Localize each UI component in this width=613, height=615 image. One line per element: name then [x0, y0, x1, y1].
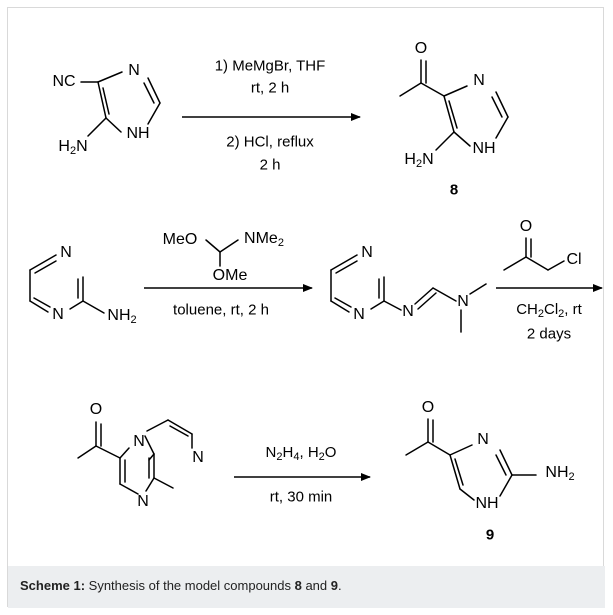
reagent-nme2: NMe2 — [244, 230, 284, 249]
atom-label-nh: NH — [126, 125, 150, 142]
atom-label-n-imp3: N — [137, 493, 149, 510]
caption-compound-b: 9 — [330, 578, 338, 593]
dmf-dma-reagent — [205, 239, 239, 267]
atom-label-n-int1: N — [361, 244, 373, 261]
reaction-scheme: NC N NH H2N 1) MeMgBr, THF rt, 2 h 2) HC… — [8, 8, 605, 566]
atom-label-h2n-8: H2N — [404, 151, 434, 170]
reagent-meo: MeO — [162, 231, 198, 248]
atom-label-o-8: O — [414, 40, 428, 57]
atom-label-n: N — [128, 62, 140, 79]
starting-imidazole-nitrile — [80, 71, 161, 137]
step1-conditions-line4: 2 h — [259, 156, 281, 174]
atom-label-o-imp: O — [89, 401, 103, 418]
atom-label-nh2-pyr: NH2 — [107, 307, 137, 326]
step3-conditions-line2: 2 days — [526, 325, 572, 343]
step1-conditions-line3: 2) HCl, reflux — [226, 133, 314, 151]
atom-label-n-8: N — [473, 72, 485, 89]
caption-compound-a: 8 — [294, 578, 302, 593]
scheme-frame: NC N NH H2N 1) MeMgBr, THF rt, 2 h 2) HC… — [7, 7, 605, 608]
product-8-structure — [399, 59, 509, 151]
reagent-o: O — [519, 218, 533, 235]
reagent-ome: OMe — [212, 267, 248, 284]
compound-number-9: 9 — [485, 526, 495, 544]
atom-label-nh-9: NH — [475, 495, 499, 512]
scheme-caption: Scheme 1: Synthesis of the model compoun… — [8, 566, 605, 608]
caption-text-before: Synthesis of the model compounds — [85, 578, 295, 593]
atom-label-n-imp1: N — [133, 433, 145, 450]
atom-label-n-pyr2: N — [52, 306, 64, 323]
atom-label-nh-8: NH — [472, 140, 496, 157]
caption-text-end: . — [338, 578, 342, 593]
amidine-intermediate — [330, 254, 487, 333]
atom-label-h2n: H2N — [58, 138, 88, 157]
caption-label: Scheme 1: — [20, 578, 86, 593]
structure-drawing — [29, 59, 603, 501]
step1-conditions-line2: rt, 2 h — [250, 79, 290, 97]
imidazopyrimidine-structure — [77, 419, 193, 495]
atom-label-nh2-9: NH2 — [545, 464, 575, 483]
atom-label-n-int2: N — [353, 306, 365, 323]
step2-conditions: toluene, rt, 2 h — [173, 301, 269, 319]
product-9-structure — [405, 418, 537, 501]
compound-number-8: 8 — [449, 181, 459, 199]
step4-conditions-line2: rt, 30 min — [269, 488, 333, 506]
atom-label-n-imine: N — [402, 303, 414, 320]
step4-conditions-line1: N2H4, H2O — [265, 444, 337, 463]
atom-label-o-9: O — [421, 399, 435, 416]
aminopyrimidine-structure — [29, 254, 105, 314]
atom-label-n-9: N — [477, 431, 489, 448]
chloroacetone-reagent — [503, 237, 565, 271]
step3-conditions-line1: CH2Cl2, rt — [516, 301, 582, 320]
step1-conditions-line1: 1) MeMgBr, THF — [214, 57, 326, 75]
atom-label-nc: NC — [52, 73, 76, 90]
reagent-cl: Cl — [566, 251, 582, 268]
atom-label-n-pyr1: N — [60, 244, 72, 261]
atom-label-n-imp2: N — [192, 449, 204, 466]
caption-text-mid: and — [301, 578, 331, 593]
atom-label-n-amine: N — [457, 293, 469, 310]
